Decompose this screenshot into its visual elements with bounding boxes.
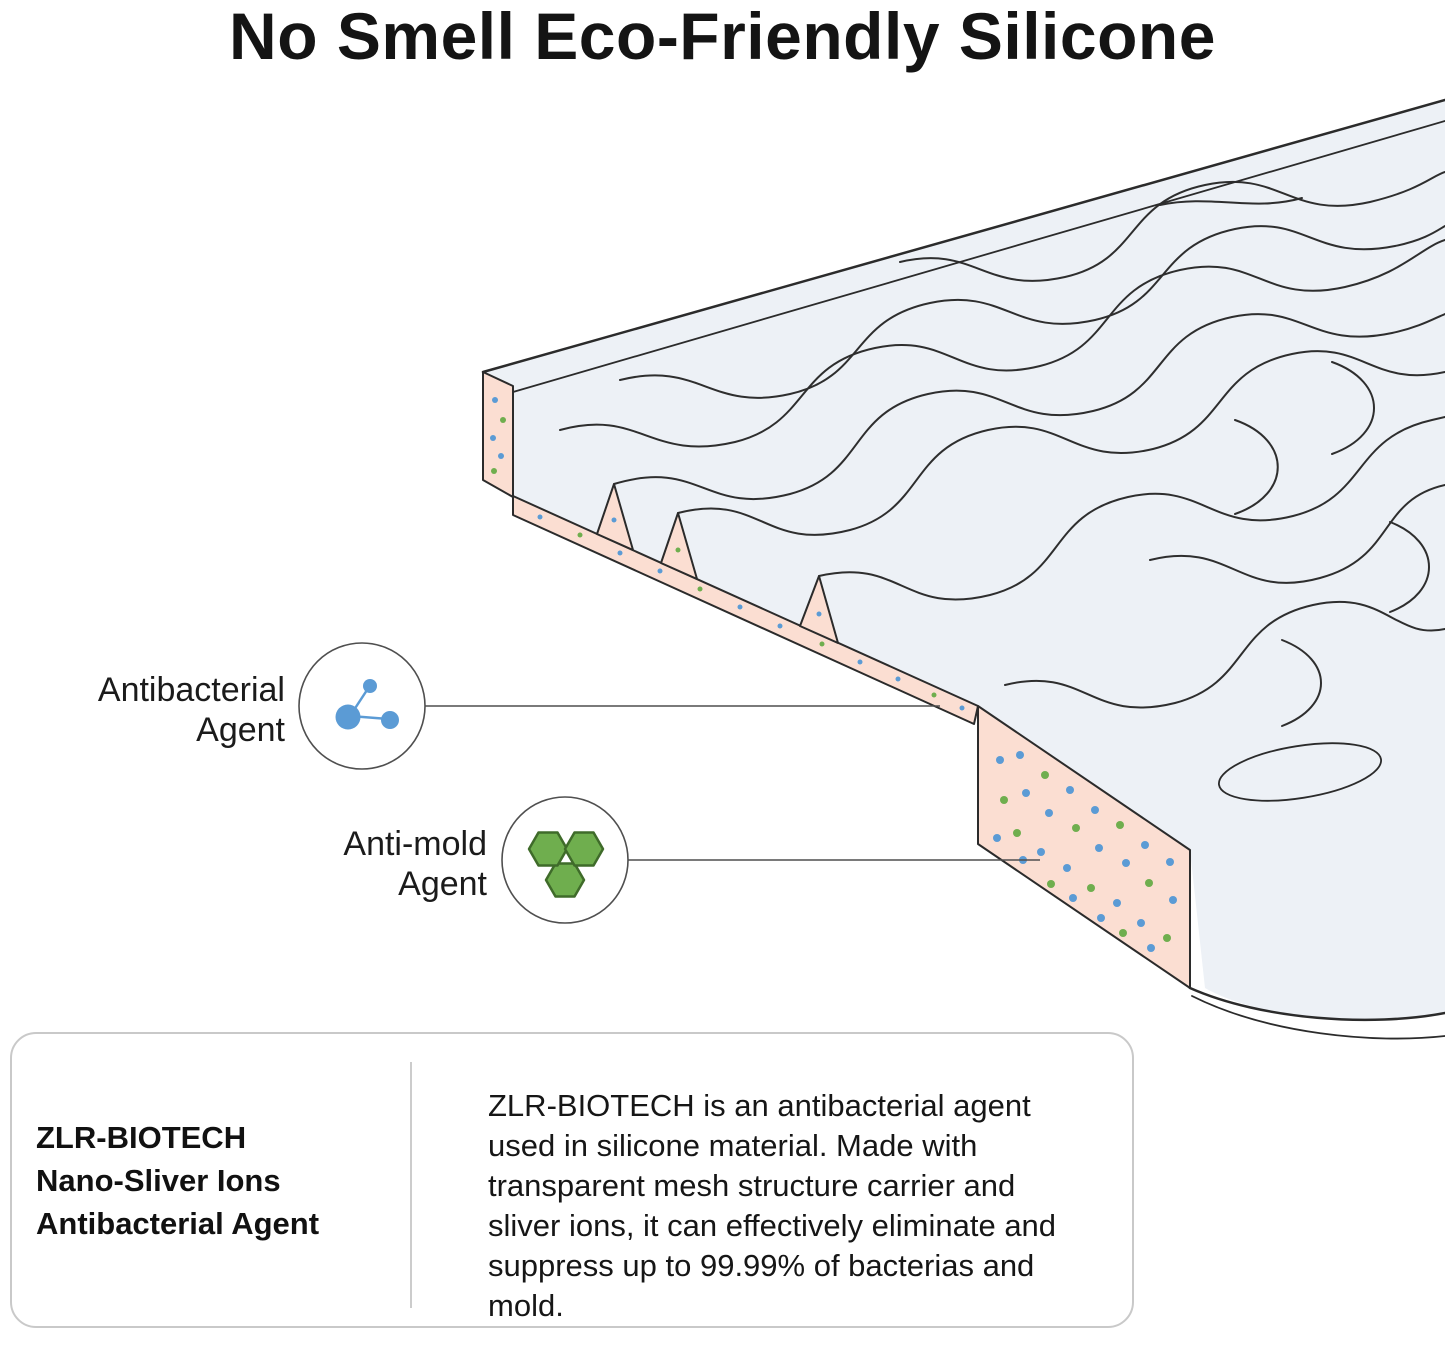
ridge-spike-3	[799, 575, 839, 644]
ridge-spike-1	[596, 483, 634, 551]
mat-bottom-edge-lower	[1191, 995, 1445, 1040]
info-box	[10, 1032, 1134, 1328]
antibacterial-callout-circle	[298, 642, 426, 770]
info-heading-line-3: Antibacterial Agent	[36, 1206, 320, 1241]
info-heading-line-1: ZLR-BIOTECH	[36, 1120, 247, 1155]
mat-far-edge	[481, 98, 1445, 374]
rim-band-agent-dots	[537, 514, 965, 711]
mat-ridges	[559, 171, 1445, 727]
antimold-agent-label-line-1: Anti-mold	[343, 825, 487, 863]
info-heading-line-2: Nano-Sliver Ions	[36, 1163, 281, 1198]
molecule-icon	[335, 679, 399, 730]
hexagon-cluster-icon	[527, 831, 605, 898]
antimold-agent-label-line-2: Agent	[398, 865, 487, 903]
cross-section-left-strip	[482, 371, 514, 498]
silicone-mat	[481, 98, 1445, 1040]
left-strip-agent-dots	[490, 397, 506, 474]
antibacterial-agent-label-line-1: Antibacterial	[97, 671, 285, 709]
spike-agent-dots	[611, 517, 822, 617]
page-title: No Smell Eco-Friendly Silicone	[229, 0, 1216, 73]
info-box-body: ZLR-BIOTECH is an antibacterial agent us…	[488, 1088, 1057, 1323]
antibacterial-agent-label: Antibacterial Agent	[40, 670, 285, 750]
info-box-heading: ZLR-BIOTECH Nano-Sliver Ions Antibacteri…	[36, 1116, 319, 1245]
mat-bottom-edge	[1188, 986, 1445, 1022]
mat-drain-ring	[1218, 742, 1382, 802]
ridge-spike-2	[660, 512, 698, 580]
cross-section-face	[977, 705, 1191, 989]
cross-section-agent-dots	[993, 751, 1177, 952]
antibacterial-agent-label-line-2: Agent	[196, 711, 285, 749]
antimold-callout-circle	[501, 796, 629, 924]
info-box-divider	[410, 1062, 412, 1308]
mat-far-edge-inner	[512, 120, 1445, 393]
antimold-agent-label: Anti-mold Agent	[280, 824, 487, 904]
